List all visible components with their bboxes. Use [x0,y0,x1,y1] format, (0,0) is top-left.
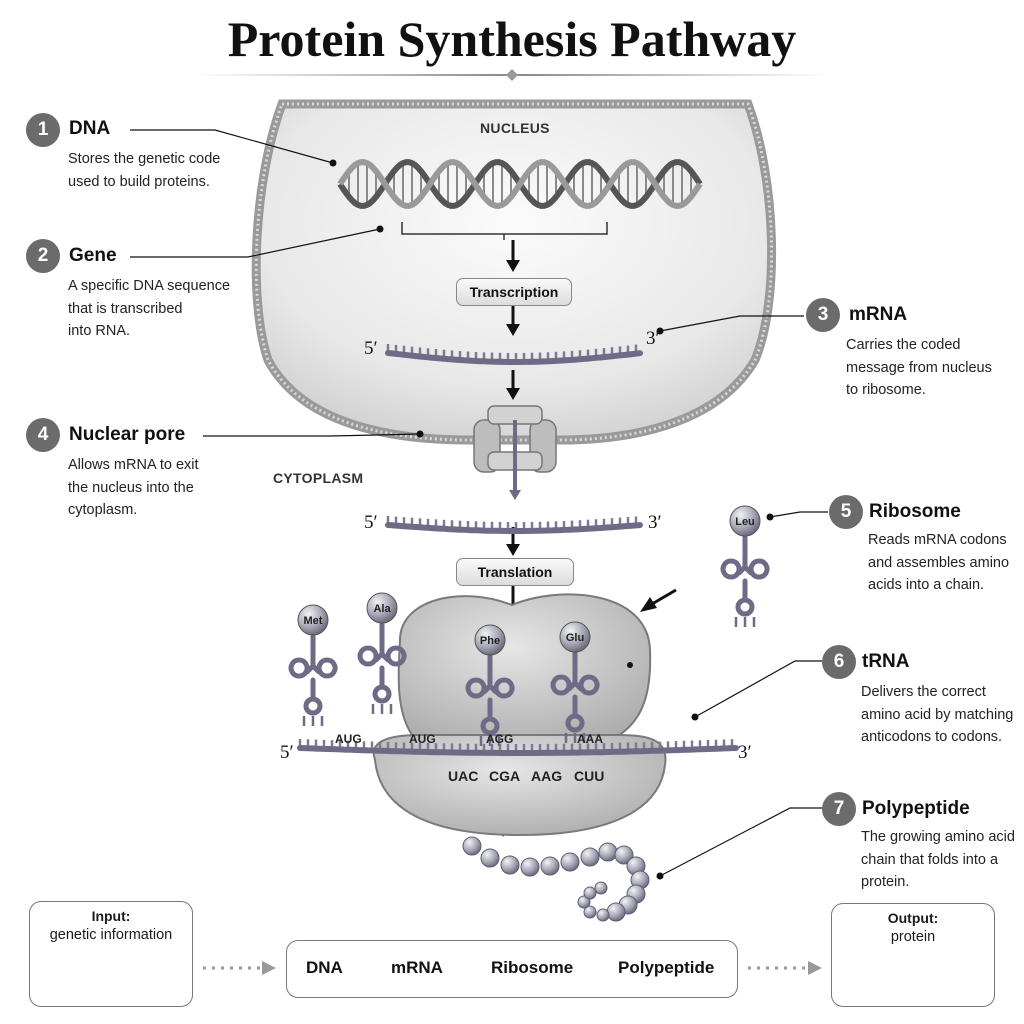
callout-number-2: 2 [26,239,60,273]
amino-acid-bead [594,881,608,895]
mrna-strands [297,344,739,756]
callout-title-polypeptide: Polypeptide [862,798,970,819]
callout-number-5: 5 [829,495,863,529]
trna-phe: Phe [465,624,515,746]
callout-number-7: 7 [822,792,856,826]
title-underline [195,69,830,81]
transcription-label: Transcription [456,278,572,306]
flow-arrows [496,240,677,837]
callout-title-dna: DNA [69,118,111,139]
codon-1: AUG [335,732,362,746]
flow-step-polypeptide: Polypeptide [618,958,715,977]
codon-3: AGG [486,732,514,746]
mrna-cytoplasm-5-end: 5′ [364,512,378,533]
input-title: Input: [91,908,131,924]
anticodon-1: UAC [448,768,479,784]
amino-acid-bead [583,905,597,919]
anticodon-3: AAG [531,768,563,784]
gene-bracket [401,222,608,240]
flow-step-ribosome: Ribosome [491,958,574,977]
amino-acid-bead [577,895,591,909]
mrna-nucleus-strand [385,344,643,365]
amino-acid-bead [596,908,610,922]
input-value: genetic information [49,927,173,943]
trna-leu: Leu [720,505,770,627]
trna-met: Met [288,604,338,726]
callout-title-gene: Gene [69,245,117,266]
codon-4: AAA [577,732,603,746]
callout-title-nuclear-pore: Nuclear pore [69,424,186,445]
callout-leaders [130,129,828,877]
callout-number-6: 6 [822,645,856,679]
translation-label: Translation [456,558,574,586]
amino-acid-bead [540,856,560,876]
input-box: Input: genetic information [29,901,193,1007]
anticodon-2: CGA [489,768,521,784]
mrna-ribosome-5-end: 5′ [280,742,294,763]
dna-helix [337,159,703,209]
mrna-nucleus-5-end: 5′ [364,338,378,359]
nuclear-pore [473,405,557,500]
amino-acid-bead [614,845,634,865]
mrna-cytoplasm-strand [385,516,643,534]
amino-acid-ala: Ala [373,603,391,615]
amino-acid-bead [480,848,500,868]
anticodon-4: CUU [574,768,605,784]
amino-acid-met: Met [304,615,323,627]
flow-step-dna: DNA [306,958,343,977]
flow-summary-box [286,940,738,998]
mrna-ribosome-strand [297,739,739,756]
polypeptide-chain [462,836,650,922]
trna-ala: Ala [357,592,407,714]
output-value: protein [890,929,936,945]
amino-acid-bead [580,847,600,867]
ribosome [372,593,667,837]
mrna-ribosome-3-end: 3′ [738,742,752,763]
amino-acid-leu: Leu [735,516,755,528]
mrna-nucleus-3-end: 3′ [646,328,660,349]
callout-title-trna: tRNA [862,651,910,672]
amino-acid-bead [606,902,626,922]
mrna-cytoplasm-3-end: 3′ [648,512,662,533]
callout-title-mrna: mRNA [849,304,908,325]
flow-step-mrna: mRNA [391,958,443,977]
amino-acid-phe: Phe [480,635,500,647]
amino-acid-bead [520,857,540,877]
amino-acid-bead [583,886,597,900]
cytoplasm-label: CYTOPLASM [273,470,364,486]
page-title: Protein Synthesis Pathway [227,11,797,67]
codon-2: AUG [409,732,436,746]
output-box: Output: protein [831,903,995,1007]
callout-title-ribosome: Ribosome [869,501,961,522]
trna-glu: Glu [550,621,600,743]
callout-number-4: 4 [26,418,60,452]
callout-dots [329,159,774,880]
callout-number-3: 3 [806,298,840,332]
amino-acid-bead [500,855,520,875]
callout-number-1: 1 [26,113,60,147]
amino-acid-bead [560,852,580,872]
nucleus-label: NUCLEUS [480,120,550,136]
amino-acid-bead [598,842,618,862]
amino-acid-bead [462,836,482,856]
output-title: Output: [887,910,939,926]
amino-acid-glu: Glu [566,632,584,644]
